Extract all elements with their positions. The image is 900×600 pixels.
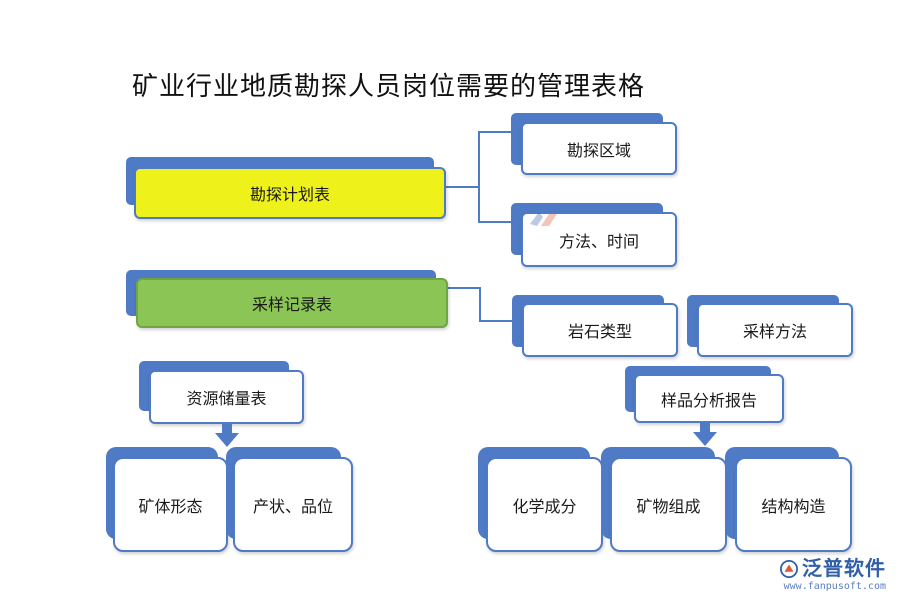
fanpu-logo-icon	[780, 560, 798, 578]
node-label: 矿体形态	[113, 457, 228, 552]
node-label: 岩石类型	[522, 303, 678, 357]
node-label: 勘探计划表	[134, 167, 446, 219]
node-label: 结构构造	[735, 457, 852, 552]
watermark-url: www.fanpusoft.com	[783, 581, 886, 592]
node-structure: 结构构造	[725, 447, 852, 552]
node-label: 资源储量表	[149, 370, 304, 424]
node-sampling-record: 采样记录表	[126, 270, 448, 328]
node-label: 勘探区域	[521, 122, 677, 175]
watermark-logo-faint	[527, 208, 561, 234]
connector	[479, 320, 513, 322]
connector	[445, 186, 479, 188]
node-label: 方法、时间	[521, 212, 677, 267]
node-ore-morphology: 矿体形态	[106, 447, 228, 552]
node-label: 样品分析报告	[634, 374, 784, 423]
watermark: 泛普软件 www.fanpusoft.com	[780, 552, 886, 592]
connector	[478, 131, 513, 133]
node-label: 矿物组成	[610, 457, 727, 552]
node-sample-analysis: 样品分析报告	[625, 366, 784, 423]
fanpu-logo-icon	[530, 212, 557, 226]
down-arrow-icon	[693, 432, 717, 446]
arrow-stem	[222, 424, 232, 434]
node-sampling-method: 采样方法	[687, 295, 853, 357]
connector	[478, 221, 513, 223]
node-survey-plan: 勘探计划表	[126, 157, 446, 219]
connector	[478, 131, 480, 223]
node-label: 采样记录表	[136, 278, 448, 328]
diagram-title: 矿业行业地质勘探人员岗位需要的管理表格	[132, 72, 646, 102]
watermark-brand: 泛普软件	[802, 556, 886, 580]
node-rock-type: 岩石类型	[512, 295, 678, 357]
node-occurrence-grade: 产状、品位	[226, 447, 353, 552]
node-label: 化学成分	[486, 457, 603, 552]
node-label: 产状、品位	[233, 457, 353, 552]
node-survey-area: 勘探区域	[511, 113, 677, 175]
connector	[447, 287, 480, 289]
node-mineral-composition: 矿物组成	[601, 447, 727, 552]
node-resource-reserve: 资源储量表	[139, 361, 304, 424]
arrow-stem	[700, 423, 710, 433]
node-label: 采样方法	[697, 303, 853, 357]
node-chemical-composition: 化学成分	[478, 447, 603, 552]
node-method-time: 方法、时间	[511, 203, 677, 267]
connector	[479, 287, 481, 321]
down-arrow-icon	[215, 433, 239, 447]
